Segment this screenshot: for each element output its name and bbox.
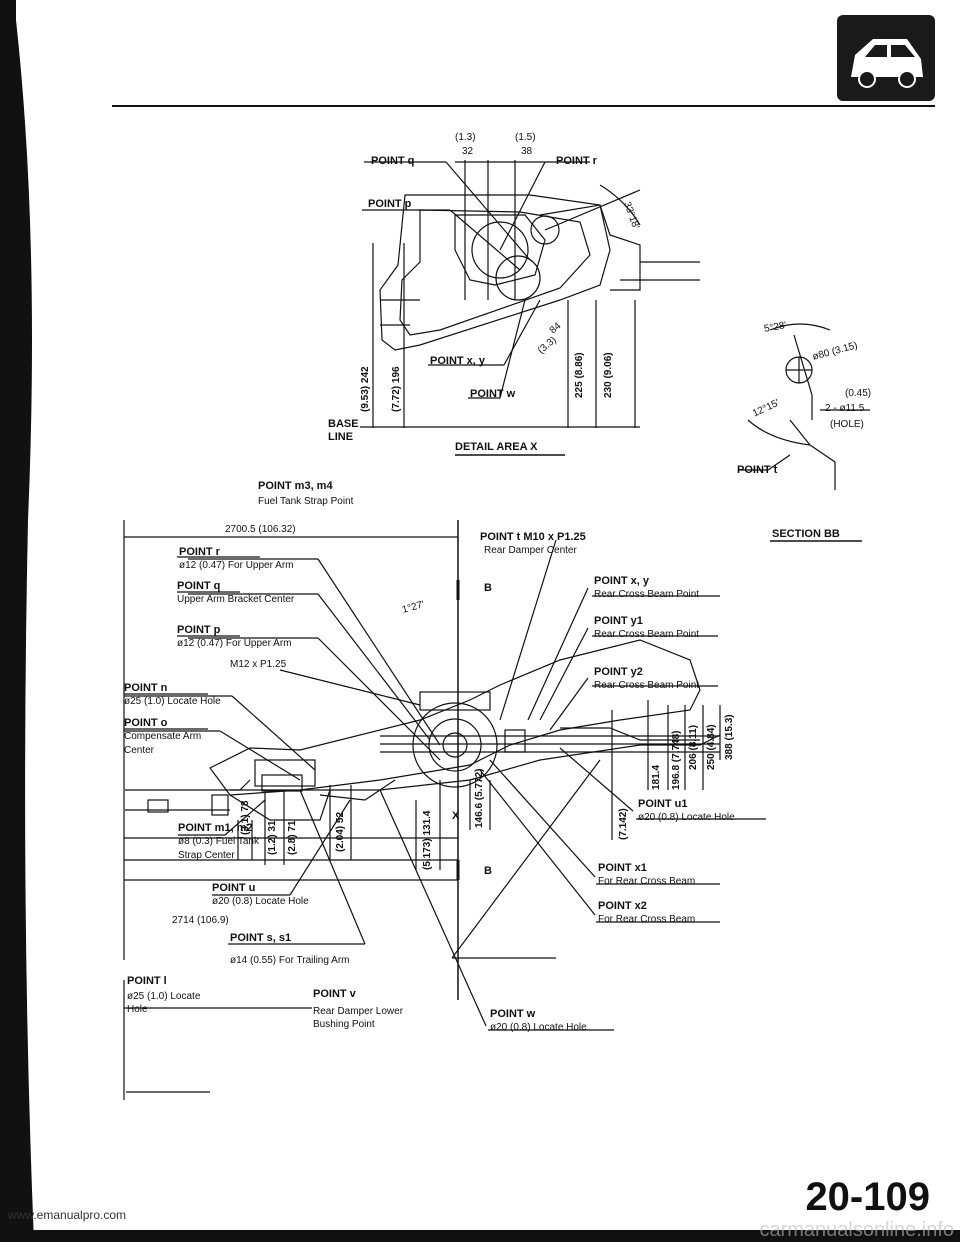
dim-388: 388 (15.3) (724, 714, 735, 760)
dim-78: (3.1) 78 (240, 800, 251, 835)
point-s-desc: ø14 (0.55) For Trailing Arm (230, 955, 350, 966)
watermark: carmanualsonline.info (759, 1219, 954, 1241)
point-w-title: POINT w (490, 1008, 536, 1020)
point-m3-desc: Fuel Tank Strap Point (258, 496, 354, 507)
point-p-title: POINT p (177, 624, 221, 636)
point-r-title: POINT r (179, 546, 220, 558)
dim-196: (7.72) 196 (391, 366, 402, 412)
point-r-label: POINT r (556, 155, 597, 167)
point-u-title: POINT u (212, 882, 256, 894)
point-x2-desc: For Rear Cross Beam (598, 914, 696, 925)
point-q-label: POINT q (371, 155, 415, 167)
point-l-desc-2: Hole (127, 1004, 148, 1015)
point-m1-desc-1: ø8 (0.3) Fuel Tank (178, 836, 259, 847)
point-p-desc: ø12 (0.47) For Upper Arm (177, 638, 292, 649)
hole-spec-2: 2 - ø11.5 (825, 403, 865, 414)
point-w-label: POINT w (470, 388, 516, 400)
dim-2700: 2700.5 (106.32) (225, 524, 296, 535)
dim-131-4: (5.173) 131.4 (422, 810, 433, 871)
point-xy-label: POINT x, y (430, 355, 486, 367)
point-q-title: POINT q (177, 580, 221, 592)
point-xy-title: POINT x, y (594, 575, 650, 587)
point-o-desc-2: Center (124, 745, 155, 756)
page-number: 20-109 (805, 1175, 930, 1219)
point-m1-desc-2: Strap Center (178, 850, 235, 861)
point-m1-title: POINT m1, m2 (178, 822, 253, 834)
point-n-desc: ø25 (1.0) Locate Hole (124, 696, 221, 707)
point-x2-title: POINT x2 (598, 900, 647, 912)
point-l-title: POINT l (127, 975, 167, 987)
point-x1-title: POINT x1 (598, 862, 647, 874)
dim-top-1-3: (1.3) (455, 132, 476, 143)
dim-top-32: 32 (462, 146, 474, 157)
section-b-upper: B (484, 582, 492, 594)
dim-225: 225 (8.86) (574, 352, 585, 398)
point-y2-desc: Rear Cross Beam Point (594, 680, 700, 691)
point-y2-title: POINT y2 (594, 666, 643, 678)
point-t-desc: Rear Damper Center (484, 545, 577, 556)
point-o-title: POINT o (124, 717, 168, 729)
dim-250: 250 (4.84) (706, 724, 717, 770)
detail-x-mark: X (452, 810, 460, 822)
point-q-desc: Upper Arm Bracket Center (177, 594, 295, 605)
dim-52: (2.04) 52 (335, 811, 346, 852)
dim-206: 206 (8.11) (688, 724, 699, 770)
detail-area-x-title: DETAIL AREA X (455, 441, 538, 453)
point-w-desc: ø20 (0.8) Locate Hole (490, 1022, 587, 1033)
point-v-desc-2: Bushing Point (313, 1019, 375, 1030)
hole-spec-3: (HOLE) (830, 419, 864, 430)
point-s-title: POINT s, s1 (230, 932, 292, 944)
base-line-label-1: BASE (328, 418, 359, 430)
point-u1-title: POINT u1 (638, 798, 688, 810)
dim-230: 230 (9.06) (603, 352, 614, 398)
dim-71: (2.8) 71 (287, 820, 298, 855)
car-section-icon (837, 15, 935, 101)
point-y1-desc: Rear Cross Beam Point (594, 629, 700, 640)
point-p-label: POINT p (368, 198, 412, 210)
dim-2714: 2714 (106.9) (172, 915, 229, 926)
point-m3-label: POINT m3, m4 (258, 480, 333, 492)
dim-top-1-5: (1.5) (515, 132, 536, 143)
base-line-label-2: LINE (328, 431, 354, 443)
point-o-desc-1: Compensate Arm (124, 731, 202, 742)
point-v-desc-1: Rear Damper Lower (313, 1006, 404, 1017)
hole-spec-1: (0.45) (845, 388, 872, 399)
source-url: www.emanualpro.com (8, 1208, 127, 1222)
section-b-lower: B (484, 865, 492, 877)
point-l-desc-1: ø25 (1.0) Locate (127, 991, 201, 1002)
point-u1-desc: ø20 (0.8) Locate Hole (638, 812, 735, 823)
point-r-desc: ø12 (0.47) For Upper Arm (179, 560, 294, 571)
point-y1-title: POINT y1 (594, 615, 643, 627)
point-u-desc: ø20 (0.8) Locate Hole (212, 896, 309, 907)
dim-top-38: 38 (521, 146, 533, 157)
point-t-title: POINT t M10 x P1.25 (480, 531, 586, 543)
dim-146-6: 146.6 (5.772) (474, 768, 485, 829)
dim-242: (9.53) 242 (360, 366, 371, 412)
point-v-title: POINT v (313, 988, 356, 1000)
section-point-t: POINT t (737, 464, 778, 476)
dim-181-4: 181.4 (651, 764, 662, 790)
point-xy-desc: Rear Cross Beam Point (594, 589, 700, 600)
dim-196-8: 196.8 (7.748) (671, 730, 682, 791)
m12-thread: M12 x P1.25 (230, 659, 287, 670)
point-n-title: POINT n (124, 682, 168, 694)
dim-31: (1.2) 31 (267, 820, 278, 855)
dim-7-142: (7.142) (618, 808, 629, 840)
point-x1-desc: For Rear Cross Beam (598, 876, 696, 887)
section-bb-title: SECTION BB (772, 528, 840, 540)
